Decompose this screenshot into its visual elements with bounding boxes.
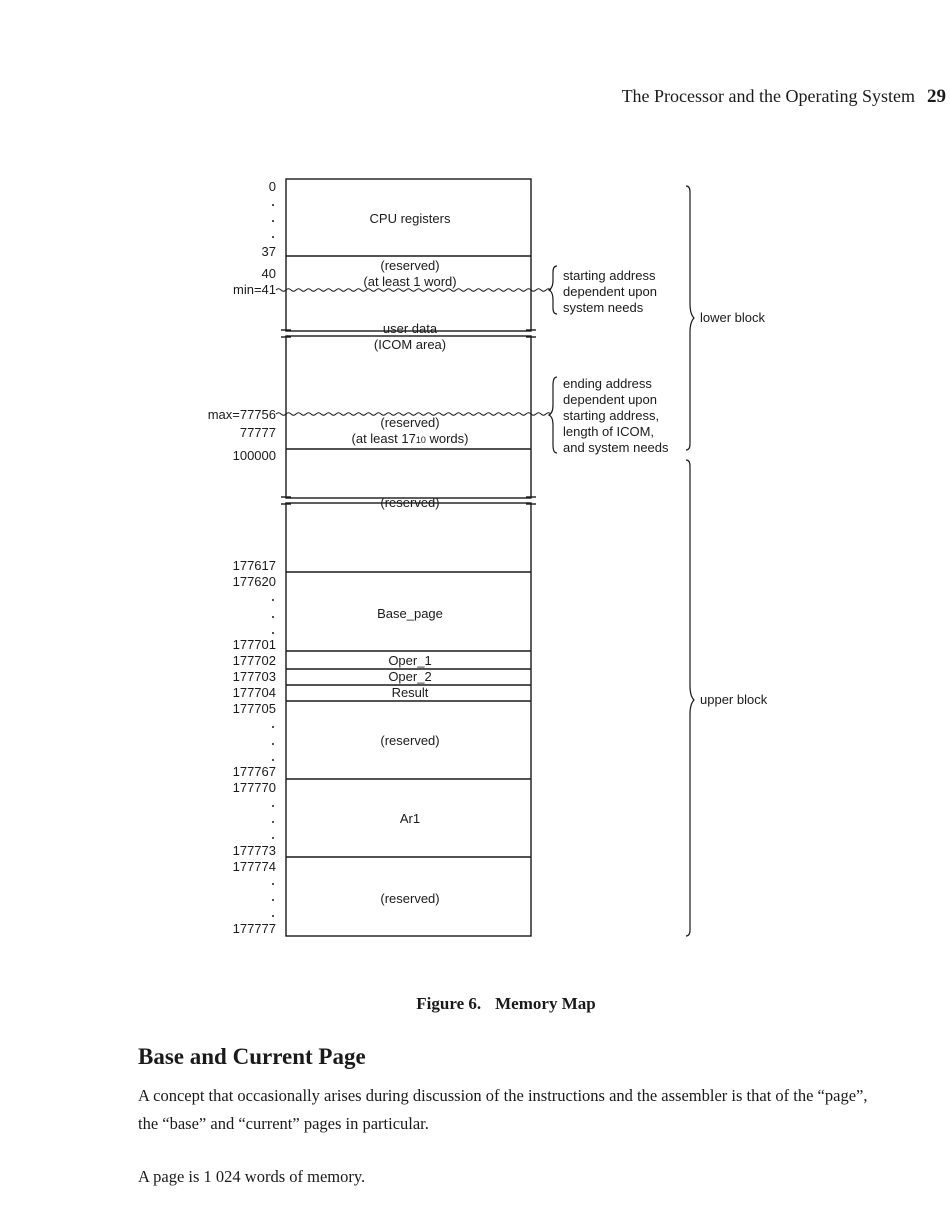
box-middle [285, 335, 532, 499]
wavy-line-max [275, 412, 552, 416]
region-cpu-registers: CPU registers [370, 211, 451, 226]
region-reserved-mid-line1: (reserved) [380, 415, 439, 430]
note-start-line3: system needs [563, 300, 644, 315]
figure-caption: Figure 6. Memory Map [0, 994, 950, 1014]
dot-leaders [272, 204, 274, 917]
note-end-line2: dependent upon [563, 392, 657, 407]
wavy-line-min [275, 288, 552, 292]
address-177701: 177701 [233, 637, 276, 652]
box-lower [285, 178, 532, 332]
address-177705: 177705 [233, 701, 276, 716]
address-37: 37 [262, 244, 276, 259]
region-ar1: Ar1 [400, 811, 420, 826]
figure-number: Figure 6. [416, 994, 482, 1013]
note-start-line2: dependent upon [563, 284, 657, 299]
note-end-line1: ending address [563, 376, 652, 391]
region-reserved-low-line1: (reserved) [380, 258, 439, 273]
address-min: min=41 [233, 282, 276, 297]
note-end-line5: and system needs [563, 440, 669, 455]
address-177617: 177617 [233, 558, 276, 573]
upper-block-label: upper block [700, 692, 768, 707]
region-reserved-low-line2: (at least 1 word) [363, 274, 456, 289]
region-user-data-line1: user data [383, 321, 438, 336]
address-40: 40 [262, 266, 276, 281]
end-note-brace [547, 376, 558, 454]
region-user-data-line2: (ICOM area) [374, 337, 446, 352]
memory-map-diagram: 0 37 40 min=41 max=77756 77777 100000 17… [208, 178, 768, 937]
paragraph-page-concept: A concept that occasionally arises durin… [138, 1086, 868, 1133]
running-head: The Processor and the Operating System 29 [622, 86, 946, 108]
box-upper [285, 502, 532, 937]
upper-block-brace [685, 459, 695, 937]
address-max: max=77756 [208, 407, 276, 422]
paragraph-page-size: A page is 1 024 words of memory. [138, 1167, 366, 1186]
note-end-line4: length of ICOM, [563, 424, 654, 439]
figure-title: Memory Map [495, 994, 596, 1013]
address-100000: 100000 [233, 448, 276, 463]
region-result: Result [392, 685, 429, 700]
address-177773: 177773 [233, 843, 276, 858]
address-177704: 177704 [233, 685, 276, 700]
region-oper-2: Oper_2 [388, 669, 431, 684]
region-reserved-top: (reserved) [380, 891, 439, 906]
section-heading: Base and Current Page [138, 1044, 366, 1069]
address-177777-end: 177777 [233, 921, 276, 936]
address-177770: 177770 [233, 780, 276, 795]
address-77777: 77777 [240, 425, 276, 440]
address-177767: 177767 [233, 764, 276, 779]
region-reserved-after-result: (reserved) [380, 733, 439, 748]
page-number: 29 [927, 86, 946, 107]
region-base-page: Base_page [377, 606, 443, 621]
address-177702: 177702 [233, 653, 276, 668]
address-177620: 177620 [233, 574, 276, 589]
lower-block-label: lower block [700, 310, 766, 325]
region-reserved-gap: (reserved) [380, 495, 439, 510]
region-oper-1: Oper_1 [388, 653, 431, 668]
address-177703: 177703 [233, 669, 276, 684]
address-0: 0 [269, 179, 276, 194]
note-end-line3: starting address, [563, 408, 659, 423]
running-title: The Processor and the Operating System [621, 86, 915, 106]
note-start-line1: starting address [563, 268, 656, 283]
address-177774: 177774 [233, 859, 276, 874]
lower-block-brace [685, 185, 695, 451]
start-note-brace [547, 265, 558, 315]
region-reserved-mid-line2: (at least 1710 words) [352, 431, 469, 446]
